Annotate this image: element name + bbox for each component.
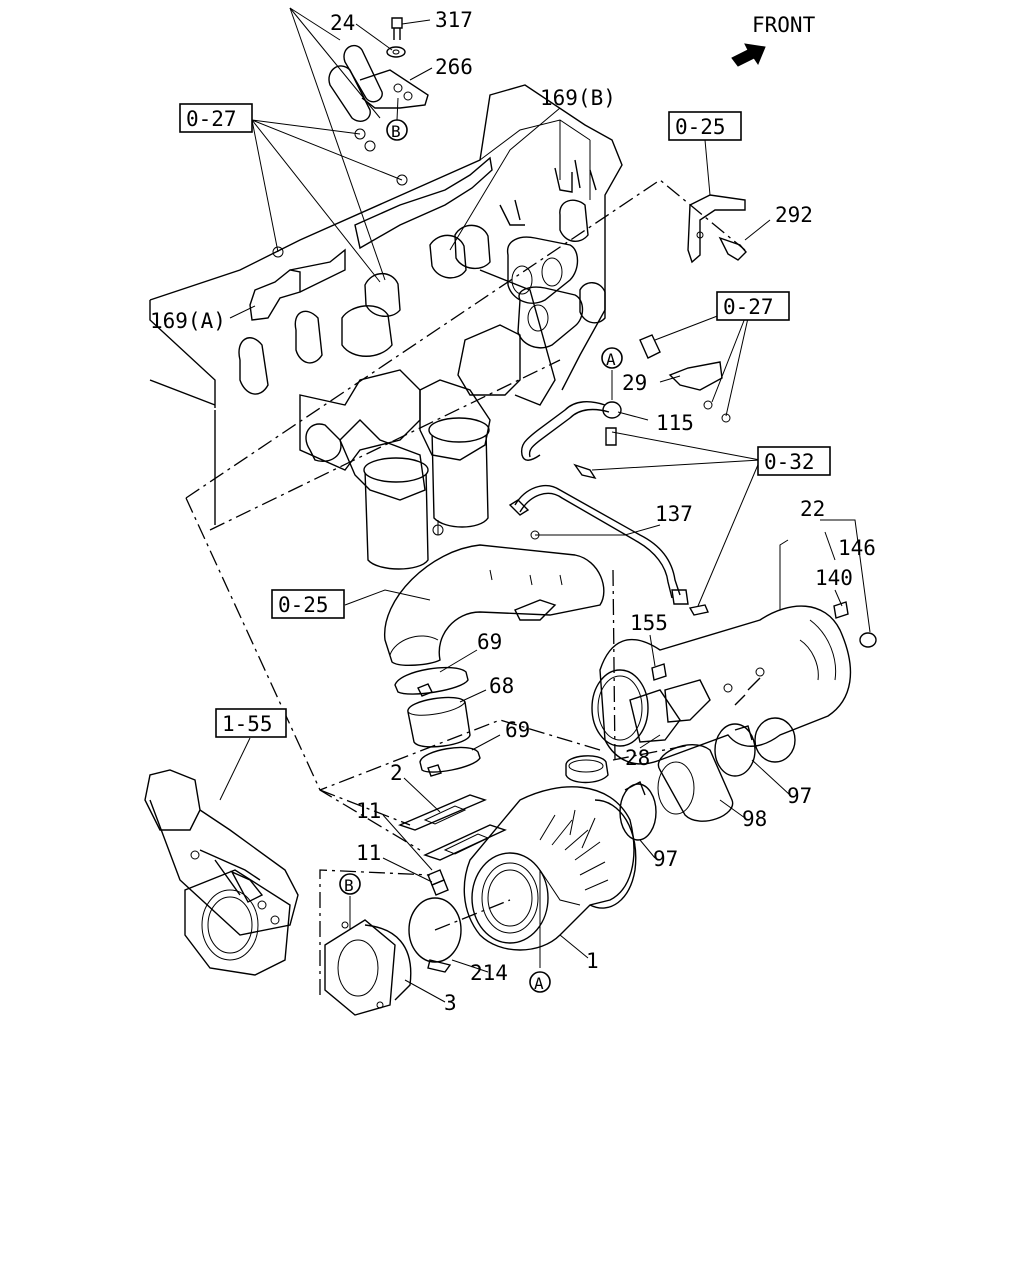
part-number-68[interactable]: 68 bbox=[489, 674, 514, 698]
part-number-29[interactable]: 29 bbox=[622, 371, 647, 395]
part-number-69-upper[interactable]: 69 bbox=[477, 630, 502, 654]
part-number-97-upper[interactable]: 97 bbox=[787, 784, 812, 808]
part-number-2[interactable]: 2 bbox=[390, 761, 403, 785]
part-number-3[interactable]: 3 bbox=[444, 991, 457, 1015]
outlet-pipe-drawing bbox=[591, 601, 877, 841]
part-number-214[interactable]: 214 bbox=[470, 961, 508, 985]
engine-block-drawing bbox=[149, 84, 623, 570]
connector-marker-a-lower: A bbox=[529, 971, 551, 993]
oil-pipes-drawing bbox=[508, 401, 709, 616]
part-number-11-lower[interactable]: 11 bbox=[356, 841, 381, 865]
part-number-140[interactable]: 140 bbox=[815, 566, 853, 590]
assembly-lines bbox=[185, 179, 746, 995]
part-number-115[interactable]: 115 bbox=[656, 411, 694, 435]
exhaust-brake-drawing bbox=[144, 769, 299, 976]
front-arrow-icon bbox=[731, 43, 766, 67]
part-number-11-upper[interactable]: 11 bbox=[356, 799, 381, 823]
part-number-22[interactable]: 22 bbox=[800, 497, 825, 521]
connector-label: B bbox=[344, 876, 354, 895]
connector-marker-b-lower: B bbox=[339, 873, 361, 895]
part-callouts: 24 317 266 169(B) 169(A) 292 29 115 137 … bbox=[150, 8, 876, 1015]
part-number-169b[interactable]: 169(B) bbox=[540, 86, 616, 110]
connector-label: A bbox=[606, 350, 616, 369]
front-orientation: FRONT bbox=[731, 13, 816, 67]
reference-box-0-25-left[interactable]: 0-25 bbox=[271, 589, 345, 619]
part-number-317[interactable]: 317 bbox=[435, 8, 473, 32]
part-number-155[interactable]: 155 bbox=[630, 611, 668, 635]
reference-label: 1-55 bbox=[222, 712, 273, 736]
reference-box-0-27-right[interactable]: 0-27 bbox=[716, 291, 790, 321]
connector-label: B bbox=[391, 122, 401, 141]
front-label: FRONT bbox=[752, 13, 816, 37]
reference-box-0-32[interactable]: 0-32 bbox=[757, 446, 831, 476]
part-number-292[interactable]: 292 bbox=[775, 203, 813, 227]
intake-hose-drawing bbox=[384, 544, 605, 777]
part-number-1[interactable]: 1 bbox=[586, 949, 599, 973]
reference-label: 0-27 bbox=[723, 295, 774, 319]
part-number-169a[interactable]: 169(A) bbox=[150, 309, 226, 333]
reference-label: 0-32 bbox=[764, 450, 815, 474]
part-number-266[interactable]: 266 bbox=[435, 55, 473, 79]
leader-lines bbox=[219, 7, 871, 1003]
part-number-146[interactable]: 146 bbox=[838, 536, 876, 560]
connector-label: A bbox=[534, 974, 544, 993]
part-number-137[interactable]: 137 bbox=[655, 502, 693, 526]
turbocharger-drawing bbox=[463, 755, 637, 951]
top-bracket-drawing bbox=[328, 17, 429, 122]
reference-box-0-27-top[interactable]: 0-27 bbox=[179, 103, 253, 133]
reference-label: 0-25 bbox=[675, 115, 726, 139]
reference-box-0-25-top[interactable]: 0-25 bbox=[668, 111, 742, 141]
part-number-69-lower[interactable]: 69 bbox=[505, 718, 530, 742]
reference-label: 0-25 bbox=[278, 593, 329, 617]
gaskets-drawing bbox=[324, 794, 507, 1016]
part-number-28[interactable]: 28 bbox=[625, 746, 650, 770]
part-number-24[interactable]: 24 bbox=[330, 11, 355, 35]
reference-box-1-55[interactable]: 1-55 bbox=[215, 708, 287, 738]
connector-marker-b-top: B bbox=[386, 119, 408, 141]
reference-label: 0-27 bbox=[186, 107, 237, 131]
part-number-97-lower[interactable]: 97 bbox=[653, 847, 678, 871]
part-number-98[interactable]: 98 bbox=[742, 807, 767, 831]
connector-marker-a-upper: A bbox=[601, 347, 623, 369]
